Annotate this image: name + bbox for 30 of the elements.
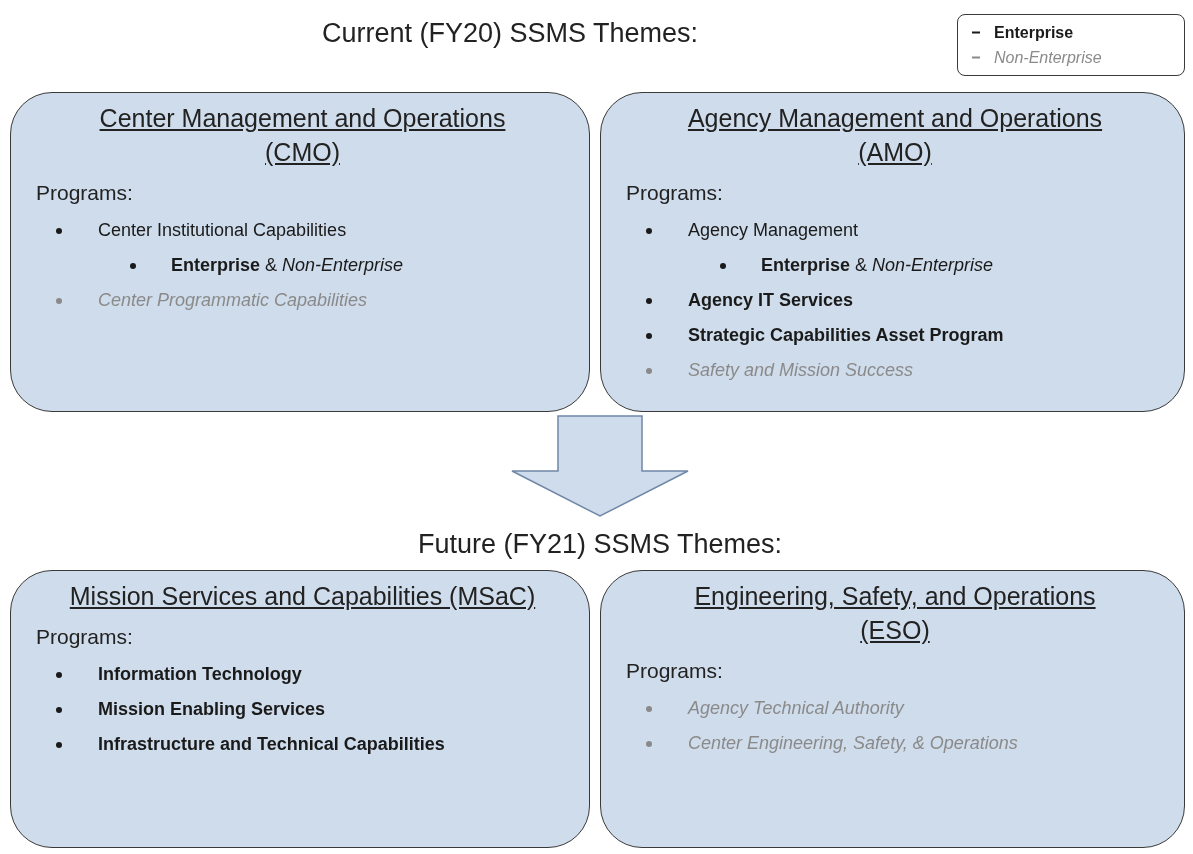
program-item: Agency Technical Authority (626, 691, 1164, 726)
program-item: Center Programmatic Capabilities (36, 283, 569, 318)
theme-heading: Engineering, Safety, and Operations (ESO) (693, 581, 1097, 646)
programs-label: Programs: (626, 658, 724, 684)
theme-box (600, 570, 1185, 848)
program-item: Information Technology (36, 657, 569, 692)
diagram-title: Current (FY20) SSMS Themes: (320, 18, 700, 49)
theme-heading: Center Management and Operations (CMO) (98, 103, 507, 168)
theme-heading: Mission Services and Capabilities (MSaC) (69, 581, 536, 612)
program-item: Agency Management (626, 213, 1164, 248)
theme-box (10, 570, 590, 848)
program-item: Safety and Mission Success (626, 353, 1164, 388)
theme-heading: Agency Management and Operations (AMO) (686, 103, 1104, 168)
programs-label: Programs: (36, 624, 134, 650)
theme-box (10, 92, 590, 412)
program-item: Enterprise & Non-Enterprise (626, 248, 1164, 283)
theme-box (600, 92, 1185, 412)
legend-text: Non-Enterprise (994, 48, 1102, 67)
programs-label: Programs: (36, 180, 134, 206)
section-heading: Future (FY21) SSMS Themes: (416, 528, 784, 561)
legend-text: Enterprise (994, 23, 1074, 42)
program-item: Mission Enabling Services (36, 692, 569, 727)
program-item: Agency IT Services (626, 283, 1164, 318)
program-item: Center Engineering, Safety, & Operations (626, 726, 1164, 761)
program-item: Strategic Capabilities Asset Program (626, 318, 1164, 353)
program-item: Center Institutional Capabilities (36, 213, 569, 248)
programs-label: Programs: (626, 180, 724, 206)
program-item: Infrastructure and Technical Capabilities (36, 727, 569, 762)
block-arrow (511, 415, 689, 517)
program-item: Enterprise & Non-Enterprise (36, 248, 569, 283)
